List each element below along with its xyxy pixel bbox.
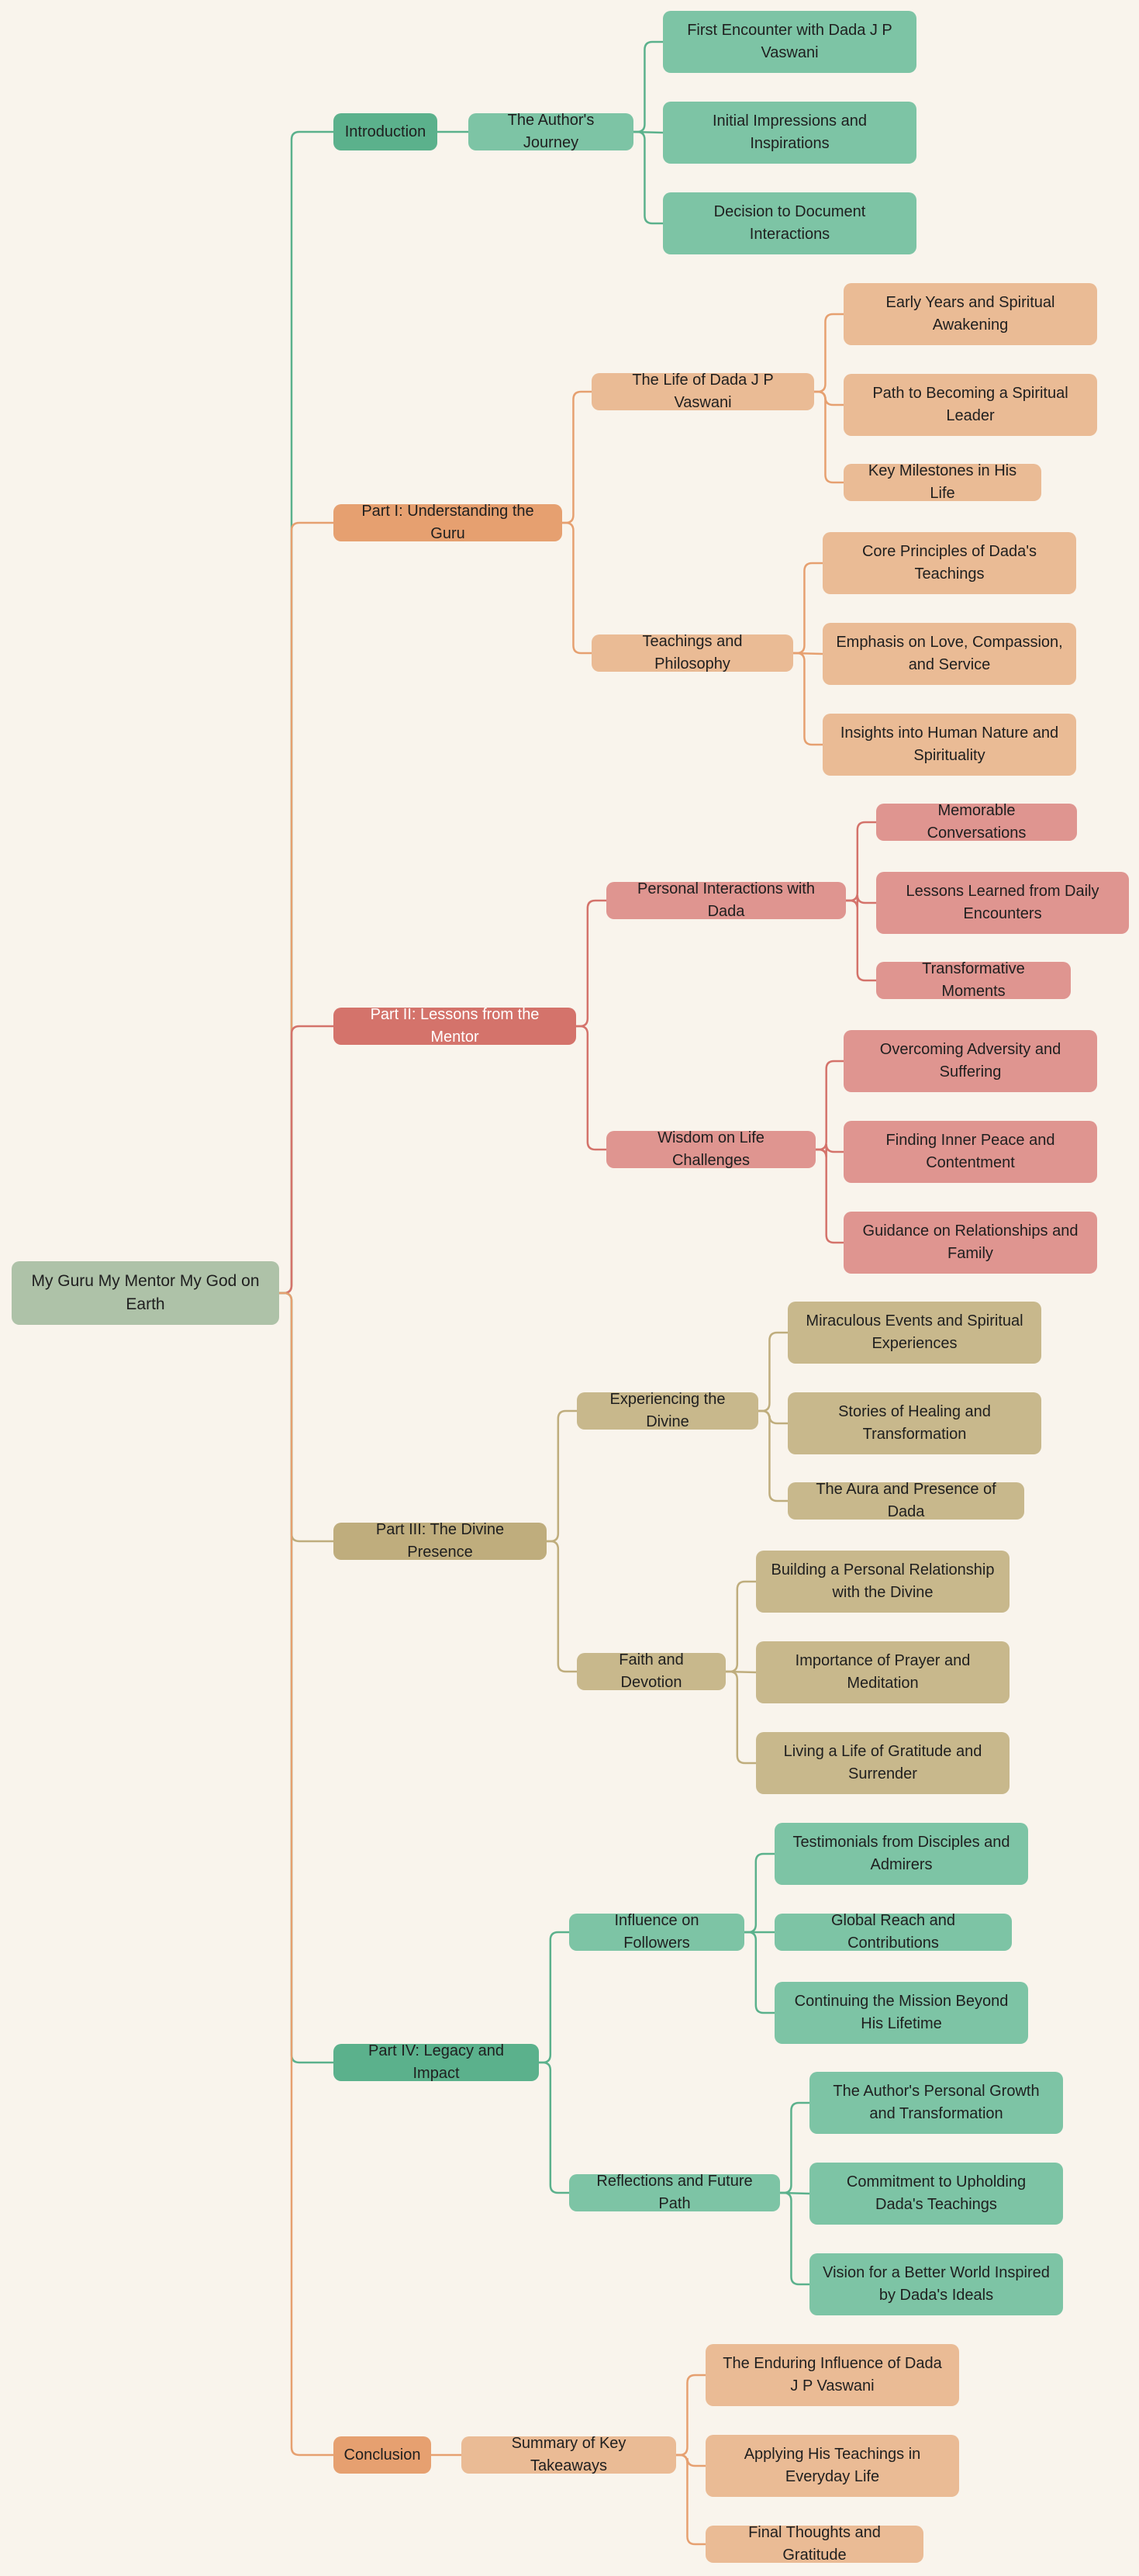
leaf-decision-to-document: Decision to Document Interactions: [663, 192, 916, 254]
link-root-section-4: [279, 1291, 333, 2064]
topic-teachings-philosophy: Teachings and Philosophy: [592, 633, 793, 673]
leaf-enduring-influence: The Enduring Influence of Dada J P Vaswa…: [706, 2344, 959, 2406]
leaf-overcoming-adversity: Overcoming Adversity and Suffering: [844, 1030, 1097, 1092]
leaf-relationships-family: Guidance on Relationships and Family: [844, 1212, 1097, 1274]
link-section-1-topic-0: [562, 390, 592, 524]
link-section-3-topic-0: [547, 1409, 577, 1543]
link-section-1-topic-1: [562, 521, 592, 655]
leaf-inner-peace: Finding Inner Peace and Contentment: [844, 1121, 1097, 1183]
link-topic-2-1-leaf-2: [816, 1148, 844, 1244]
leaf-prayer-meditation: Importance of Prayer and Meditation: [756, 1641, 1010, 1703]
link-root-section-3: [279, 1291, 333, 1543]
section-introduction: Introduction: [333, 113, 437, 150]
link-topic-3-1-leaf-2: [726, 1670, 756, 1765]
section-lessons-from-mentor: Part II: Lessons from the Mentor: [333, 1006, 576, 1046]
link-root-section-5: [279, 1291, 333, 2457]
link-topic-4-1-leaf-2: [780, 2191, 809, 2286]
leaf-first-encounter: First Encounter with Dada J P Vaswani: [663, 11, 916, 73]
link-section-4-topic-1: [539, 2061, 569, 2194]
link-topic-2-1-leaf-1: [816, 1143, 844, 1158]
leaf-love-compassion: Emphasis on Love, Compassion, and Servic…: [823, 623, 1076, 685]
leaf-healing-stories: Stories of Healing and Transformation: [788, 1392, 1041, 1454]
link-topic-1-0-leaf-0: [814, 313, 844, 393]
section-understanding-the-guru: Part I: Understanding the Guru: [333, 503, 562, 542]
link-topic-3-1-leaf-0: [726, 1580, 756, 1673]
link-topic-1-1-leaf-1: [792, 652, 823, 655]
link-topic-5-0-leaf-2: [676, 2453, 706, 2546]
link-root-section-0: [279, 130, 333, 1295]
leaf-upholding-teachings: Commitment to Upholding Dada's Teachings: [809, 2163, 1063, 2225]
topic-faith-devotion: Faith and Devotion: [577, 1651, 726, 1691]
link-section-3-topic-1: [547, 1540, 577, 1673]
topic-authors-journey: The Author's Journey: [468, 112, 633, 151]
leaf-miraculous-events: Miraculous Events and Spiritual Experien…: [788, 1302, 1041, 1364]
leaf-testimonials: Testimonials from Disciples and Admirers: [775, 1823, 1028, 1885]
leaf-aura-presence: The Aura and Presence of Dada: [788, 1481, 1024, 1520]
topic-wisdom-life-challenges: Wisdom on Life Challenges: [606, 1129, 816, 1169]
link-topic-3-0-leaf-1: [758, 1409, 788, 1425]
leaf-early-years: Early Years and Spiritual Awakening: [844, 283, 1097, 345]
leaf-memorable-conversations: Memorable Conversations: [876, 802, 1077, 842]
link-section-4-topic-0: [539, 1931, 569, 2064]
leaf-vision-better-world: Vision for a Better World Inspired by Da…: [809, 2253, 1063, 2315]
link-topic-0-0-leaf-0: [633, 40, 663, 133]
leaf-key-milestones: Key Milestones in His Life: [844, 462, 1041, 502]
section-divine-presence: Part III: The Divine Presence: [333, 1521, 547, 1561]
link-root-section-1: [279, 521, 333, 1295]
leaf-transformative-moments: Transformative Moments: [876, 960, 1071, 1000]
topic-life-of-dada: The Life of Dada J P Vaswani: [592, 372, 814, 411]
leaf-daily-encounters: Lessons Learned from Daily Encounters: [876, 872, 1129, 934]
link-topic-0-0-leaf-1: [633, 130, 664, 134]
link-topic-2-0-leaf-1: [846, 894, 876, 909]
link-topic-0-0-leaf-2: [633, 130, 663, 225]
link-topic-3-0-leaf-2: [758, 1409, 788, 1502]
leaf-personal-relationship-divine: Building a Personal Relationship with th…: [756, 1551, 1010, 1613]
leaf-core-principles: Core Principles of Dada's Teachings: [823, 532, 1076, 594]
link-topic-1-1-leaf-0: [793, 562, 823, 655]
link-section-2-topic-1: [576, 1025, 606, 1151]
leaf-gratitude-surrender: Living a Life of Gratitude and Surrender: [756, 1732, 1010, 1794]
topic-personal-interactions: Personal Interactions with Dada: [606, 880, 846, 920]
leaf-human-nature: Insights into Human Nature and Spiritual…: [823, 714, 1076, 776]
link-topic-4-0-leaf-2: [744, 1931, 775, 2014]
topic-influence-followers: Influence on Followers: [569, 1912, 744, 1952]
link-topic-2-0-leaf-0: [846, 821, 876, 902]
link-topic-1-0-leaf-1: [814, 390, 844, 406]
link-topic-4-1-leaf-0: [780, 2101, 809, 2194]
leaf-path-to-leader: Path to Becoming a Spiritual Leader: [844, 374, 1097, 436]
topic-summary-takeaways: Summary of Key Takeaways: [461, 2435, 676, 2474]
link-root-section-2: [279, 1025, 333, 1295]
section-legacy-impact: Part IV: Legacy and Impact: [333, 2042, 539, 2082]
link-topic-1-0-leaf-2: [814, 390, 844, 484]
link-topic-4-1-leaf-1: [779, 2191, 810, 2195]
leaf-continuing-mission: Continuing the Mission Beyond His Lifeti…: [775, 1982, 1028, 2044]
link-topic-1-1-leaf-2: [793, 652, 823, 746]
link-topic-4-0-leaf-0: [744, 1852, 775, 1934]
link-section-2-topic-0: [576, 899, 606, 1028]
topic-experiencing-divine: Experiencing the Divine: [577, 1391, 758, 1430]
leaf-initial-impressions: Initial Impressions and Inspirations: [663, 102, 916, 164]
root-node: My Guru My Mentor My God on Earth: [12, 1261, 279, 1325]
link-topic-5-0-leaf-1: [676, 2453, 706, 2467]
leaf-personal-growth: The Author's Personal Growth and Transfo…: [809, 2072, 1063, 2134]
leaf-applying-teachings: Applying His Teachings in Everyday Life: [706, 2435, 959, 2497]
leaf-global-reach: Global Reach and Contributions: [775, 1912, 1012, 1952]
link-topic-3-0-leaf-0: [758, 1331, 788, 1412]
link-topic-2-1-leaf-0: [816, 1060, 844, 1151]
link-topic-5-0-leaf-0: [676, 2374, 706, 2457]
section-conclusion: Conclusion: [333, 2436, 431, 2474]
link-topic-2-0-leaf-2: [846, 899, 876, 982]
leaf-final-thoughts: Final Thoughts and Gratitude: [706, 2524, 923, 2564]
topic-reflections-future: Reflections and Future Path: [569, 2173, 780, 2212]
